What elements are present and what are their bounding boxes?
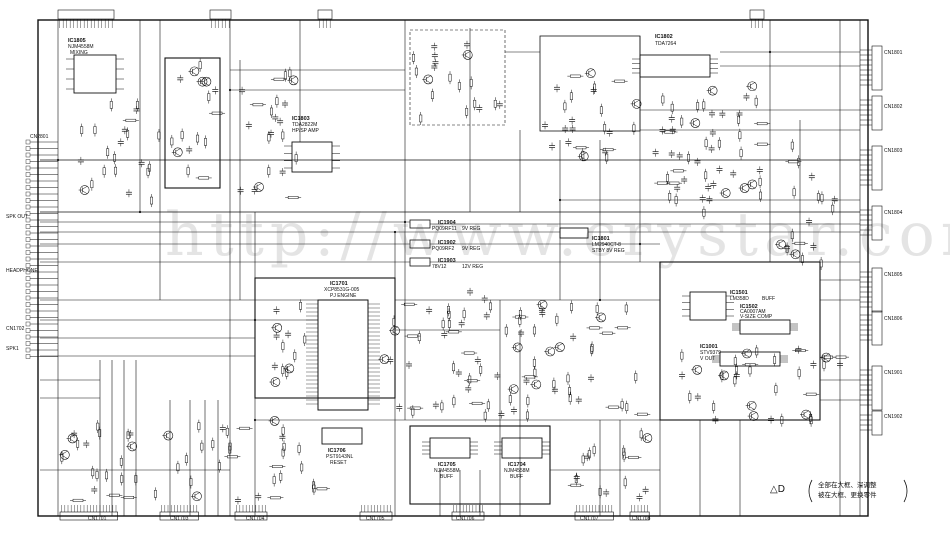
wiring-layer — [30, 19, 872, 516]
svg-text:HEADPHONE: HEADPHONE — [6, 268, 38, 274]
svg-text:CN1703: CN1703 — [170, 516, 189, 522]
svg-text:IC1803: IC1803 — [292, 116, 310, 122]
amp-block-frame — [539, 35, 641, 132]
svg-text:CN1702: CN1702 — [6, 326, 25, 332]
svg-text:TDA7264: TDA7264 — [655, 41, 676, 47]
svg-text:CN2801: CN2801 — [30, 134, 49, 140]
svg-text:△D: △D — [770, 484, 785, 495]
svg-text:NJM4558M: NJM4558M — [434, 468, 460, 474]
watermark-text: http://www.crystar.com — [165, 200, 950, 270]
svg-text:78V12: 78V12 — [432, 264, 447, 270]
svg-text:V OUT: V OUT — [700, 356, 715, 362]
svg-text:PQ09RF2: PQ09RF2 — [432, 246, 454, 252]
ic1803: IC1803 TDA2822M HP/SP AMP — [291, 116, 333, 173]
svg-text:IC1805: IC1805 — [68, 38, 86, 44]
svg-text:STBY 8V REG: STBY 8V REG — [592, 248, 625, 254]
svg-text:CN1806: CN1806 — [884, 316, 903, 322]
svg-text:CN1705: CN1705 — [366, 516, 385, 522]
svg-text:STV9379: STV9379 — [700, 350, 721, 356]
svg-text:IC1903: IC1903 — [438, 258, 456, 264]
board-outline — [37, 19, 869, 517]
svg-text:CN1706: CN1706 — [456, 516, 475, 522]
svg-text:CN1701: CN1701 — [88, 516, 107, 522]
svg-text:CN1803: CN1803 — [884, 148, 903, 154]
svg-text:IC1501: IC1501 — [730, 290, 748, 296]
svg-text:CA0007AM: CA0007AM — [740, 309, 766, 315]
svg-text:XCP8531G-005: XCP8531G-005 — [324, 287, 360, 293]
svg-text:RESET: RESET — [330, 460, 347, 466]
svg-text:CN1704: CN1704 — [246, 516, 265, 522]
svg-text:CN1901: CN1901 — [884, 370, 903, 376]
svg-text:PQ09RF11: PQ09RF11 — [432, 226, 457, 232]
svg-text:IC1502: IC1502 — [740, 304, 758, 310]
svg-text:PJ ENGINE: PJ ENGINE — [330, 293, 357, 299]
svg-text:全部在大框、深调整: 全部在大框、深调整 — [818, 480, 877, 489]
svg-text:IC1704: IC1704 — [508, 462, 527, 468]
svg-text:PST9143NL: PST9143NL — [326, 454, 353, 460]
right-connector-labels: CN1801 CN1802 CN1803 CN1804 CN1805 CN180… — [884, 50, 903, 420]
svg-text:CN1707: CN1707 — [580, 516, 599, 522]
svg-text:TDA2822M: TDA2822M — [292, 122, 317, 128]
svg-text:12V REG: 12V REG — [462, 264, 483, 270]
svg-text:9V REG: 9V REG — [462, 226, 480, 232]
left-connector-labels: CN2801 SPK OUT HEADPHONE CN1702 SPK1 — [6, 134, 49, 352]
ic1705: IC1705 NJM4558M BUFF — [429, 437, 471, 480]
svg-text:NJM4558M: NJM4558M — [504, 468, 530, 474]
ic1903: IC1903 78V12 12V REG — [409, 257, 483, 270]
svg-text:CN1902: CN1902 — [884, 414, 903, 420]
svg-text:IC1904: IC1904 — [438, 220, 457, 226]
ic1501: IC1501 LM358D BUFF — [689, 290, 775, 321]
mixing-block-frame — [164, 57, 221, 189]
ic1704: IC1704 NJM4558M BUFF — [501, 437, 543, 480]
svg-text:CN1802: CN1802 — [884, 104, 903, 110]
bottom-connector-labels: CN1701 CN1703 CN1704 CN1705 CN1706 CN170… — [88, 516, 651, 522]
svg-text:CN1804: CN1804 — [884, 210, 903, 216]
svg-text:IC1001: IC1001 — [700, 344, 718, 350]
svg-text:LM358D: LM358D — [730, 296, 749, 302]
svg-text:IC1902: IC1902 — [438, 240, 456, 246]
svg-text:LM2940CT-8: LM2940CT-8 — [592, 242, 621, 248]
ic1902: IC1902 PQ09RF2 9V REG — [409, 239, 480, 252]
svg-text:BUFF: BUFF — [440, 474, 453, 480]
svg-text:SPK1: SPK1 — [6, 346, 19, 352]
legend-note: △D 全部在大框、深调整 被在大框、更换零件 — [770, 479, 908, 503]
svg-text:CN1805: CN1805 — [884, 272, 903, 278]
svg-text:NJM4558M: NJM4558M — [68, 44, 94, 50]
svg-text:HP/SP AMP: HP/SP AMP — [292, 128, 320, 134]
svg-text:CN1708: CN1708 — [632, 516, 651, 522]
svg-text:MIXING: MIXING — [70, 50, 88, 56]
ic1802: IC1802 TDA7264 — [639, 34, 711, 78]
components-layer — [25, 9, 883, 521]
svg-text:IC1801: IC1801 — [592, 236, 610, 242]
ic1801: IC1801 LM2940CT-8 STBY 8V REG — [559, 227, 625, 254]
ic1701: IC1701 XCP8531G-005 PJ ENGINE — [317, 281, 369, 411]
svg-text:BUFF: BUFF — [510, 474, 523, 480]
svg-text:9V REG: 9V REG — [462, 246, 480, 252]
ic1706: IC1706 PST9143NL RESET — [321, 427, 363, 466]
svg-text:被在大框、更换零件: 被在大框、更换零件 — [818, 490, 877, 499]
ic1805: IC1805 NJM4558M MIXING — [68, 38, 117, 94]
svg-text:IC1701: IC1701 — [330, 281, 348, 287]
svg-text:IC1705: IC1705 — [438, 462, 456, 468]
ic1904: IC1904 PQ09RF11 9V REG — [409, 219, 480, 232]
svg-text:BUFF: BUFF — [762, 296, 775, 302]
power-block-frame — [409, 29, 506, 126]
vout-block-frame — [659, 261, 821, 421]
svg-text:V-SIZE COMP: V-SIZE COMP — [740, 314, 773, 320]
ic1001: IC1001 STV9379 V OUT — [700, 344, 781, 367]
svg-text:SPK OUT: SPK OUT — [6, 214, 28, 220]
ic1502: IC1502 CA0007AM V-SIZE COMP — [739, 304, 791, 335]
svg-text:CN1801: CN1801 — [884, 50, 903, 56]
svg-text:IC1802: IC1802 — [655, 34, 673, 40]
svg-text:IC1706: IC1706 — [328, 448, 346, 454]
